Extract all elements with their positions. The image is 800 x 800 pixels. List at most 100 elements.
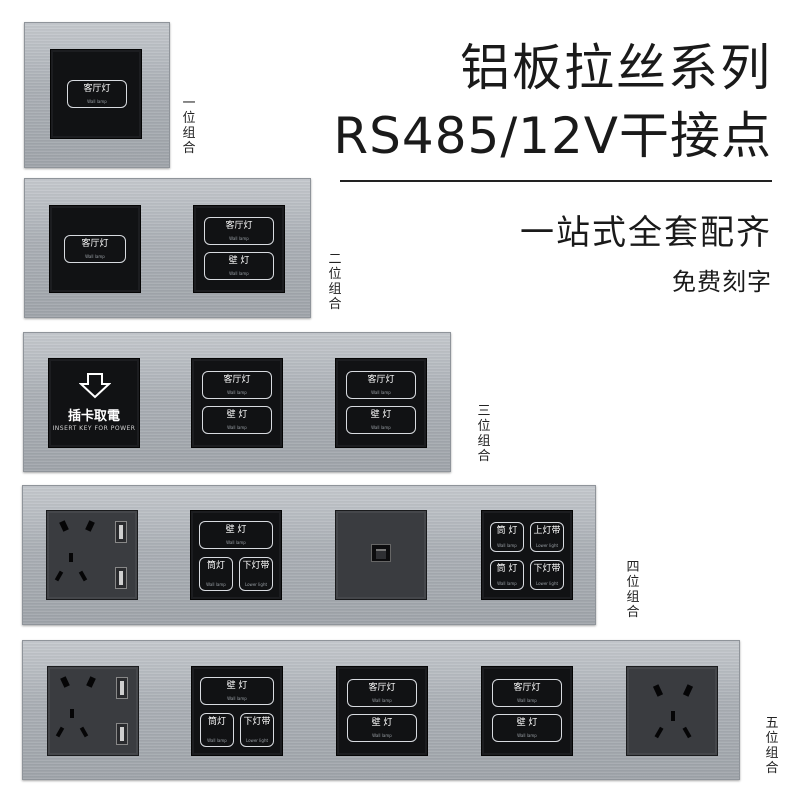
card-switch-module: 插卡取電 INSERT KEY FOR POWER [48,358,140,448]
socket-hole [79,726,89,738]
down-arrow-icon [79,373,111,399]
key-sublabel: Wall lamp [372,733,392,738]
key-label: 壁 灯 [226,681,248,691]
key-wall[interactable]: 壁 灯 Wall lamp [346,406,416,434]
socket-hole [78,570,88,582]
switch-module: 筒 灯 Wall lamp 上灯带 Lower light 筒 灯 Wall l… [481,510,573,600]
key-sublabel: Wall lamp [497,581,517,586]
usb-port[interactable] [115,567,127,589]
key-sublabel: Lower light [535,543,559,548]
key-label: 壁 灯 [226,410,248,420]
usb-port[interactable] [115,521,127,543]
socket-hole [682,726,692,739]
key-sublabel: Wall lamp [517,698,537,703]
key-label: 客厅灯 [368,683,396,693]
key-living-room[interactable]: 客厅灯 Wall lamp [64,235,126,263]
key-sublabel: Wall lamp [207,738,227,743]
socket-hole [671,711,675,721]
key-label: 客厅灯 [223,375,251,385]
key-wall[interactable]: 壁 灯 Wall lamp [199,521,273,549]
key-sublabel: Wall lamp [371,425,391,430]
key-label: 客厅灯 [81,239,109,249]
switch-module: 客厅灯 Wall lamp 壁 灯 Wall lamp [193,205,285,293]
key-sublabel: Wall lamp [227,390,247,395]
label-two-gang: 二位组合 [328,252,342,312]
socket-hole [70,709,74,718]
label-five-gang: 五位组合 [765,716,779,776]
key-label: 客厅灯 [225,221,253,231]
switch-module: 客厅灯 Wall lamp 壁 灯 Wall lamp [481,666,573,756]
key-wall[interactable]: 壁 灯 Wall lamp [347,714,417,742]
headline-subtitle: RS485/12V干接点 [333,107,772,165]
plate-two-gang: 客厅灯 Wall lamp 客厅灯 Wall lamp 壁 灯 Wall lam… [24,178,311,318]
headline-title: 铝板拉丝系列 [460,39,772,97]
divider [340,180,772,182]
card-switch-label: 插卡取電 [67,409,120,424]
key-sublabel: Wall lamp [497,543,517,548]
switch-module: 客厅灯 Wall lamp 壁 灯 Wall lamp [335,358,427,448]
key-sublabel: Wall lamp [226,540,246,545]
switch-module: 客厅灯 Wall lamp [50,49,142,139]
key-downlight[interactable]: 筒灯 Wall lamp [199,557,233,591]
key-label: 下灯带 [243,717,271,727]
key-living-room[interactable]: 客厅灯 Wall lamp [202,371,272,399]
usb-socket-module [46,510,138,600]
key-lower-strip[interactable]: 下灯带 Lower light [240,713,274,747]
socket-hole [55,726,65,738]
label-four-gang: 四位组合 [626,560,640,620]
key-downlight[interactable]: 筒 灯 Wall lamp [490,522,524,552]
socket-hole [69,553,73,562]
card-switch-sublabel: INSERT KEY FOR POWER [52,425,136,432]
key-downlight[interactable]: 筒灯 Wall lamp [200,713,234,747]
usb-socket-module [47,666,139,756]
socket-hole [652,684,664,697]
plate-three-gang: 插卡取電 INSERT KEY FOR POWER 客厅灯 Wall lamp … [23,332,451,472]
key-downlight[interactable]: 筒 灯 Wall lamp [490,560,524,590]
key-living-room[interactable]: 客厅灯 Wall lamp [347,679,417,707]
label-one-gang: 一位组合 [182,96,196,156]
key-sublabel: Lower light [244,582,268,587]
key-label: 壁 灯 [370,410,392,420]
key-upper-strip[interactable]: 上灯带 Lower light [530,522,564,552]
headline-tagline: 一站式全套配齐 [520,213,772,253]
ethernet-port[interactable] [371,544,391,562]
key-sublabel: Wall lamp [227,425,247,430]
key-lower-strip[interactable]: 下灯带 Lower light [530,560,564,590]
key-label: 筒 灯 [496,564,518,574]
key-sublabel: Wall lamp [227,696,247,701]
key-sublabel: Wall lamp [87,99,107,104]
usb-port[interactable] [116,677,128,699]
socket-hole [54,570,64,582]
key-label: 壁 灯 [371,718,393,728]
key-sublabel: Wall lamp [229,236,249,241]
key-sublabel: Lower light [245,738,269,743]
usb-port[interactable] [116,723,128,745]
socket-hole [60,676,70,688]
key-living-room[interactable]: 客厅灯 Wall lamp [346,371,416,399]
switch-module: 客厅灯 Wall lamp [49,205,141,293]
key-living-room[interactable]: 客厅灯 Wall lamp [67,80,127,108]
key-label: 壁 灯 [225,525,247,535]
key-wall[interactable]: 壁 灯 Wall lamp [202,406,272,434]
switch-module: 壁 灯 Wall lamp 筒灯 Wall lamp 下灯带 Lower lig… [191,666,283,756]
plate-five-gang: 壁 灯 Wall lamp 筒灯 Wall lamp 下灯带 Lower lig… [22,640,740,780]
key-label: 壁 灯 [228,256,250,266]
key-sublabel: Wall lamp [371,390,391,395]
switch-module: 壁 灯 Wall lamp 筒灯 Wall lamp 下灯带 Lower lig… [190,510,282,600]
key-lower-strip[interactable]: 下灯带 Lower light [239,557,273,591]
key-living-room[interactable]: 客厅灯 Wall lamp [492,679,562,707]
key-sublabel: Lower light [535,581,559,586]
key-living-room[interactable]: 客厅灯 Wall lamp [204,217,274,245]
key-wall[interactable]: 壁 灯 Wall lamp [492,714,562,742]
key-label: 壁 灯 [516,718,538,728]
key-label: 筒灯 [207,717,226,727]
key-label: 客厅灯 [367,375,395,385]
key-wall[interactable]: 壁 灯 Wall lamp [204,252,274,280]
key-wall[interactable]: 壁 灯 Wall lamp [200,677,274,705]
key-label: 上灯带 [533,526,561,536]
switch-module: 客厅灯 Wall lamp 壁 灯 Wall lamp [336,666,428,756]
key-label: 筒 灯 [496,526,518,536]
plate-one-gang: 客厅灯 Wall lamp [24,22,170,168]
key-sublabel: Wall lamp [229,271,249,276]
socket-hole [682,684,694,697]
